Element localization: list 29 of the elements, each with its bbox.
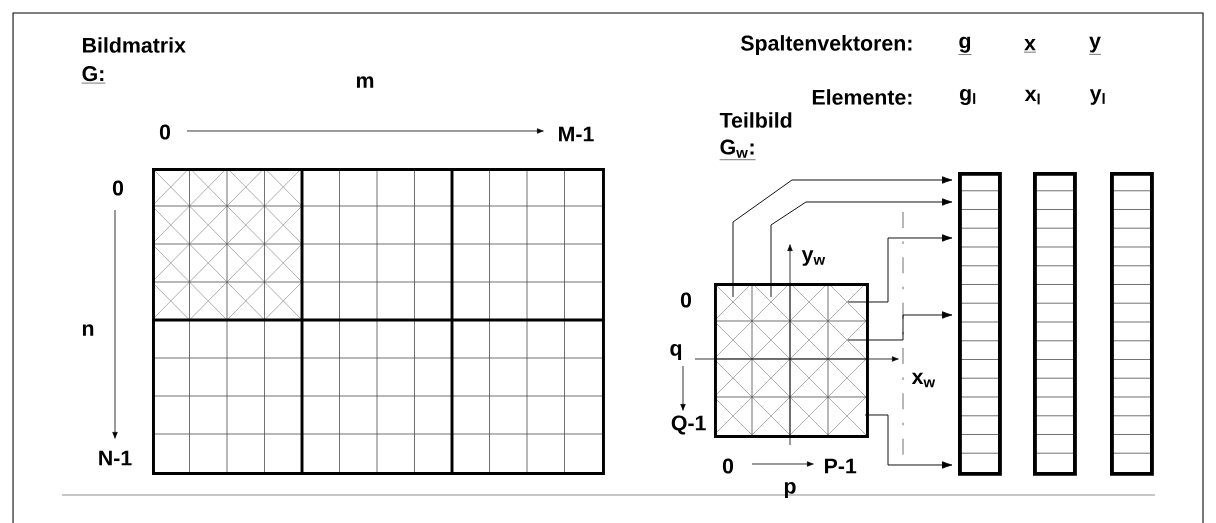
element-symbol: x$_{l}$ — [1024, 89, 1040, 105]
axis-label: n — [82, 324, 94, 336]
axis-label: 0 — [159, 124, 171, 140]
leader-arrow — [864, 414, 953, 469]
axis-label: 0 — [112, 180, 124, 196]
element-symbol: y$_{l}$ — [1089, 89, 1105, 105]
heading: Spaltenvektoren: — [740, 35, 912, 55]
axis-label: N-1 — [99, 450, 132, 466]
axis-label: x$_{w}$ — [911, 372, 936, 388]
axis-label: m — [356, 76, 374, 88]
pixel-grid-drawing — [151, 167, 605, 475]
column-vector-drawing — [1032, 172, 1077, 476]
axis-label: M-1 — [559, 126, 594, 142]
heading: Elemente: — [812, 89, 912, 105]
heading: Bildmatrix — [83, 37, 186, 53]
axis-label: p — [784, 482, 796, 498]
heading: Teilbild — [719, 112, 792, 128]
leader-arrow — [847, 311, 953, 341]
leader-arrow — [732, 176, 953, 298]
axis-label: 0 — [680, 292, 692, 308]
pixel-grid-drawing — [713, 282, 869, 438]
axis-label: P-1 — [825, 458, 857, 474]
element-symbol: g$_{l}$ — [959, 89, 976, 105]
leader-arrow — [847, 234, 953, 303]
axis-label: q — [670, 344, 682, 360]
leader-arrow — [770, 198, 953, 298]
axis-label: 0 — [722, 458, 734, 474]
column-vector-drawing — [1109, 172, 1154, 476]
column-vector-drawing — [957, 172, 1002, 476]
